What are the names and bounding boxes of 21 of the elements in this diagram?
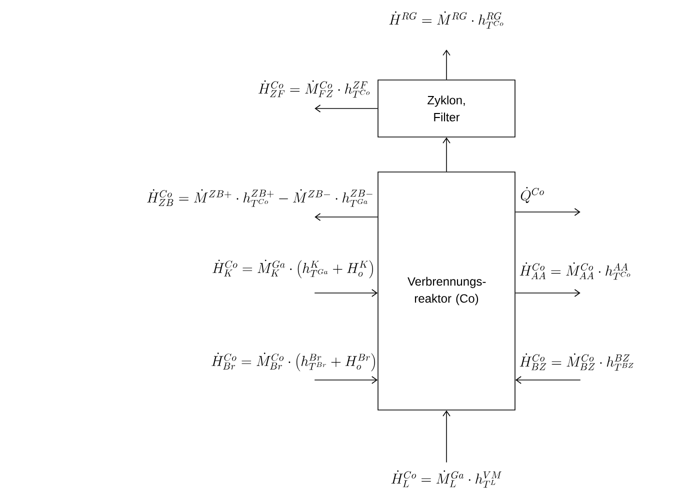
- process-box: Zyklon, Filter: [378, 80, 516, 138]
- formula-label: $\dot{H}^{Co}_{ZF} = \dot{M}^{Co}_{FZ} \cdot h^{ZF}_{T^{Co}}$: [258, 80, 370, 98]
- formula-label: $\dot{H}^{Co}_{K} = \dot{M}^{Ga}_{K} \cdot \left(h^{K}_{T^{Ga}} + H^{K}_{o}\right)$: [212, 260, 373, 278]
- formula-label: $\dot{H}^{Co}_{AA} = \dot{M}^{Co}_{AA} \cdot h^{AA}_{T^{Co}}$: [520, 262, 630, 280]
- arrow: [442, 410, 450, 463]
- formula-label: $\dot{H}^{Co}_{L} = \dot{M}^{Ga}_{L} \cdot h^{VM}_{T^{L}}$: [391, 470, 502, 488]
- arrow: [314, 376, 378, 384]
- arrow: [442, 137, 450, 172]
- formula-label: $\dot{H}^{Co}_{Br} = \dot{M}^{Co}_{Br} \cdot \left(h^{Br}_{T^{Br}} + H^{Br}_{o}\right)$: [212, 352, 375, 372]
- process-box: Verbrennungs-reaktor (Co): [378, 172, 516, 410]
- arrow: [314, 104, 378, 112]
- arrow: [515, 208, 580, 216]
- arrow: [314, 289, 378, 297]
- arrow: [515, 289, 580, 297]
- arrow: [515, 376, 581, 384]
- formula-label: $\dot{Q}^{Co}$: [520, 187, 544, 203]
- arrow: [442, 50, 450, 80]
- formula-label: $\dot{H}^{Co}_{BZ} = \dot{M}^{Co}_{BZ} \cdot h^{BZ}_{T^{BZ}}$: [520, 353, 634, 371]
- arrow: [314, 213, 378, 221]
- formula-label: $\dot{H}^{RG} = \dot{M}^{RG} \cdot h^{RG}_{T^{Co}}$: [389, 11, 504, 29]
- formula-label: $\dot{H}^{Co}_{ZB} = \dot{M}^{ZB+} \cdot h^{ZB+}_{T^{Co}} - \dot{M}^{ZB-} \cdot h^{ZB-}_{T^{Ga}}$: [147, 189, 372, 207]
